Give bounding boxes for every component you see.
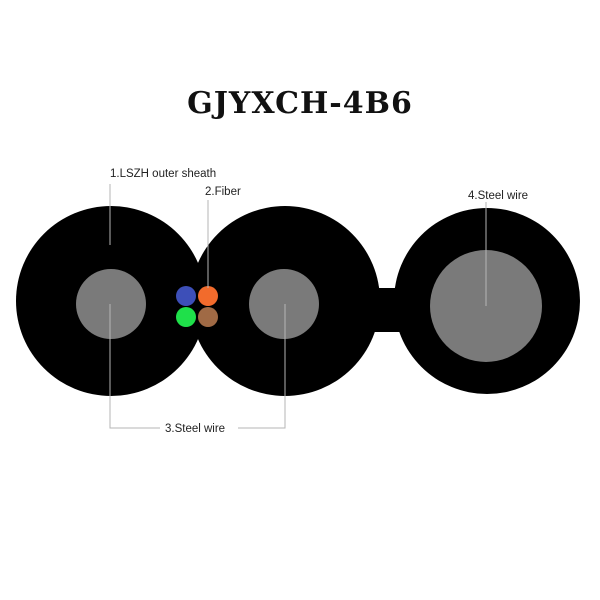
fiber-brown	[198, 307, 218, 327]
fiber-orange	[198, 286, 218, 306]
page-title: GJYXCH-4B6	[187, 86, 413, 121]
steel-wire-middle	[249, 269, 319, 339]
label-steel-wire-bottom: 3.Steel wire	[165, 423, 225, 435]
label-sheath: 1.LSZH outer sheath	[110, 168, 216, 180]
steel-wire-left	[76, 269, 146, 339]
fiber-bundle	[176, 286, 218, 327]
label-steel-wire-right: 4.Steel wire	[468, 190, 528, 202]
leader-line-steel-wire-bottom-right	[238, 304, 286, 429]
fiber-blue	[176, 286, 196, 306]
label-fiber: 2.Fiber	[205, 186, 241, 198]
fiber-green	[176, 307, 196, 327]
leader-line-steel-wire-bottom	[109, 304, 160, 429]
